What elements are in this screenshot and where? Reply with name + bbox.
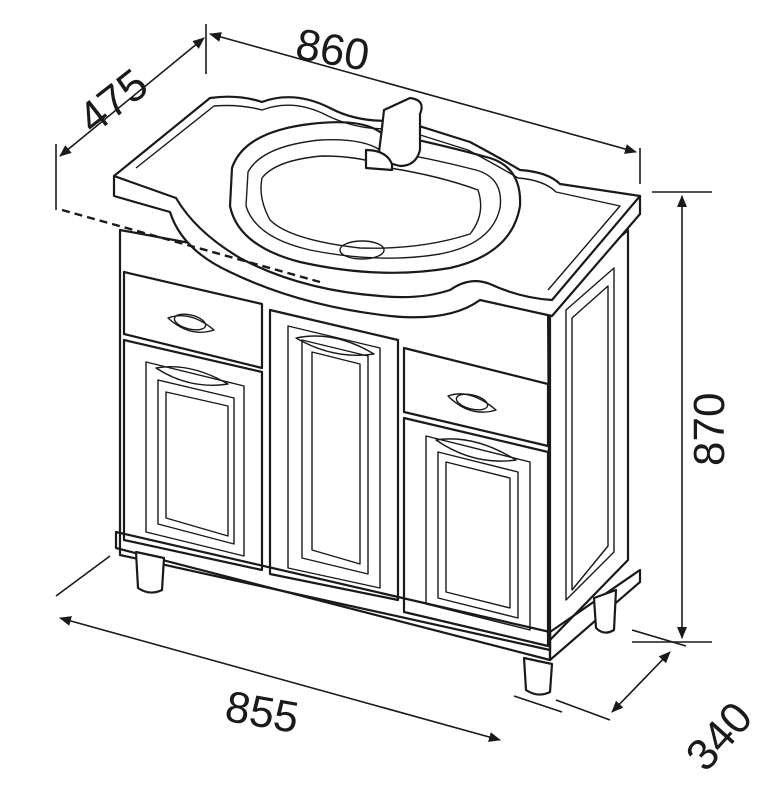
left-drawer bbox=[122, 270, 264, 370]
center-door bbox=[268, 308, 400, 602]
dimension-label-top-depth: 475 bbox=[69, 60, 157, 144]
dimension-base-depth bbox=[555, 629, 687, 721]
dimension-label-base-width: 855 bbox=[222, 682, 303, 743]
cabinet-legs bbox=[134, 550, 618, 696]
dimension-top-width bbox=[205, 24, 641, 184]
right-drawer bbox=[402, 346, 550, 448]
dimension-base-width bbox=[55, 555, 563, 742]
right-door bbox=[402, 416, 550, 648]
dimension-label-height: 870 bbox=[685, 393, 734, 466]
left-door bbox=[122, 338, 264, 572]
dimension-label-top-width: 860 bbox=[292, 20, 373, 81]
dimension-top-depth bbox=[55, 37, 205, 210]
hidden-back-line bbox=[61, 208, 321, 284]
dimension-label-base-depth: 340 bbox=[677, 693, 763, 780]
countertop-basin bbox=[112, 95, 642, 319]
